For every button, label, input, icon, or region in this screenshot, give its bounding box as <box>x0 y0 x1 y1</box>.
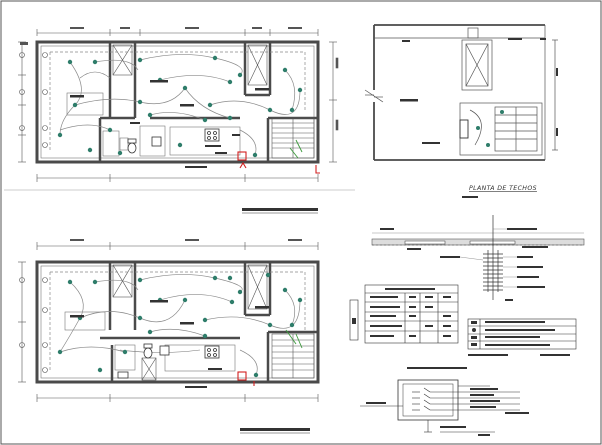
roof-panel <box>459 119 469 139</box>
furniture <box>66 71 241 157</box>
interior-walls-2 <box>100 262 318 382</box>
building-outline-2 <box>35 260 320 384</box>
grounding-rod-icon <box>483 215 503 300</box>
ventilation-shaft <box>112 44 268 86</box>
legend-symbols <box>468 321 570 356</box>
first-floor-electrical-plan <box>18 27 339 214</box>
top-dim-text-bars-2 <box>70 239 302 241</box>
single-line-diagram <box>360 367 529 436</box>
building-outline <box>35 40 320 164</box>
room-labels-2 <box>70 300 269 388</box>
light-fixture-icon-2 <box>57 272 303 378</box>
kitchen-stove-icon-2 <box>159 345 220 359</box>
roof-plan: PLANTA DE TECHOS <box>364 24 558 198</box>
kitchen-stove-icon <box>204 128 220 142</box>
roof-fixtures <box>476 110 504 147</box>
bottom-dimension-line-2 <box>36 394 319 402</box>
bottom-dimension-line <box>36 174 319 182</box>
room-labels <box>70 80 269 168</box>
right-dimension-line <box>329 41 339 163</box>
top-dim-text-bars <box>20 27 302 45</box>
roof-labels <box>400 38 558 198</box>
lighting-circuits-2 <box>59 274 301 376</box>
toilet-icon-2 <box>117 343 153 379</box>
perimeter-circuit-2 <box>49 271 306 372</box>
stair-icon-2 <box>271 333 315 379</box>
green-conduits-2 <box>285 329 303 349</box>
left-dimension-line <box>18 41 26 163</box>
grid-axis-markers-2 <box>19 277 48 373</box>
left-dimension-line-2 <box>18 261 26 383</box>
plan-1-title <box>242 208 318 211</box>
light-fixture-icon <box>57 55 303 158</box>
perimeter-circuit <box>49 51 306 150</box>
green-conduits <box>289 139 303 159</box>
legend-table <box>467 318 577 350</box>
roof-plan-caption: PLANTA DE TECHOS <box>469 185 537 192</box>
stair-icon <box>271 117 315 159</box>
diagram-labels <box>366 367 529 436</box>
inner-wall-line <box>40 45 315 159</box>
top-dimension-line-2 <box>36 242 319 250</box>
plan-2-title <box>240 428 310 431</box>
roof-outline <box>373 24 545 161</box>
toilet-icon <box>127 138 137 154</box>
load-table <box>349 284 459 344</box>
top-dimension-line <box>36 29 319 36</box>
second-floor-electrical-plan <box>18 239 320 434</box>
grounding-detail <box>371 215 585 301</box>
ventilation-shaft-2 <box>112 264 268 381</box>
grounding-leaders <box>459 228 517 288</box>
distribution-panel-icon-2 <box>237 371 255 386</box>
grounding-labels <box>380 228 548 301</box>
distribution-panel-icon <box>237 151 320 174</box>
sink-icon <box>151 136 162 147</box>
grid-axis-markers-left <box>19 52 48 148</box>
load-table-text <box>352 288 451 337</box>
roof-details <box>364 25 558 160</box>
